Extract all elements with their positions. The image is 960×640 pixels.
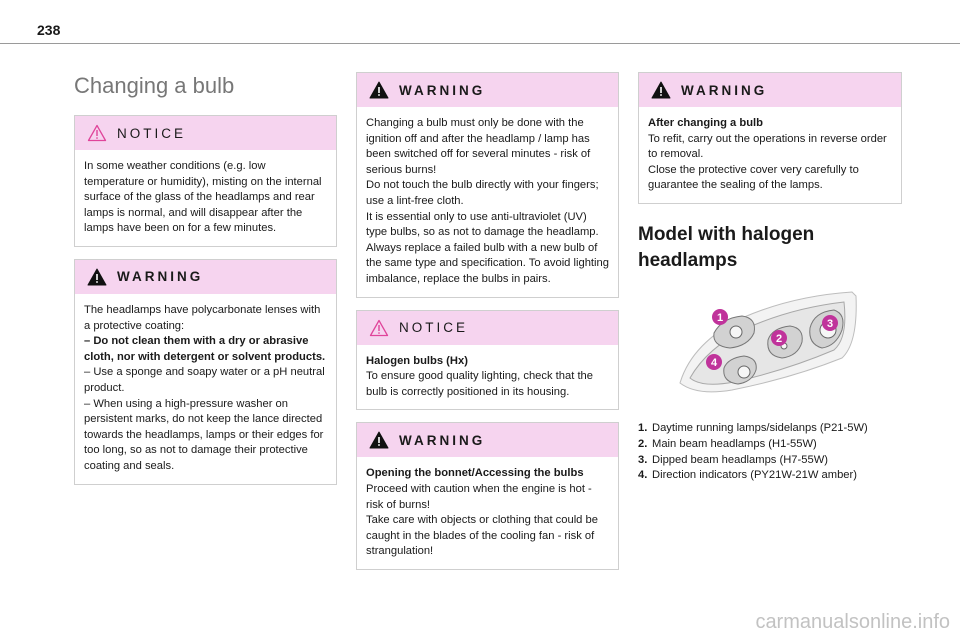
warning-heading: After changing a bulb — [648, 117, 763, 129]
notice-text: In some weather conditions (e.g. low tem… — [84, 160, 322, 235]
svg-text:3: 3 — [827, 318, 833, 330]
notice-icon — [87, 124, 107, 142]
bulb-list-item: 3.Dipped beam headlamps (H7-55W) — [638, 453, 828, 466]
page-number: 238 — [37, 22, 61, 38]
svg-text:4: 4 — [711, 357, 718, 369]
notice-box: NOTICE In some weather conditions (e.g. … — [74, 115, 337, 247]
bulb-list-item: 4.Direction indicators (PY21W-21W amber) — [638, 469, 857, 482]
section-title: Model with halogen headlamps — [638, 223, 815, 271]
warning-header: WARNING — [639, 73, 901, 107]
column-1: Changing a bulb NOTICE In some weather c… — [74, 72, 337, 497]
warning-paragraph: Do not touch the bulb directly with your… — [366, 179, 599, 207]
warning-heading: Opening the bonnet/Accessing the bulbs — [366, 467, 584, 480]
bulb-list-item: 1.Daytime running lamps/sidelanps (P21-5… — [638, 421, 868, 434]
warning-label: WARNING — [399, 432, 486, 448]
callout-2: 2 — [771, 329, 787, 346]
warning-paragraph: Always replace a failed bulb with a new … — [366, 241, 609, 285]
notice-header: NOTICE — [357, 310, 618, 345]
warning-paragraph: It is essential only to use anti-ultravi… — [366, 210, 599, 239]
warning-icon — [651, 81, 671, 99]
svg-text:1: 1 — [717, 312, 723, 324]
warning-paragraph: Close the protective cover very carefull… — [648, 163, 859, 192]
warning-paragraph: To refit, carry out the operations in re… — [648, 132, 887, 161]
warning-item-3: – When using a high-pressure washer on p… — [84, 397, 324, 472]
notice-header: NOTICE — [75, 116, 336, 150]
warning-label: WARNING — [117, 269, 204, 285]
warning-item-2: – Use a sponge and soapy water or a pH n… — [84, 366, 325, 394]
warning-header: WARNING — [357, 73, 618, 107]
callout-4: 4 — [706, 353, 722, 370]
warning-header: WARNING — [75, 259, 336, 294]
notice-heading: Halogen bulbs (Hx) — [366, 354, 468, 367]
warning-paragraph: Take care with objects or clothing that … — [366, 514, 598, 558]
svg-text:2: 2 — [776, 333, 782, 345]
warning-paragraph: Changing a bulb must only be done with t… — [366, 117, 591, 176]
bulb-list: 1.Daytime running lamps/sidelanps (P21-5… — [638, 421, 902, 484]
warning-label: WARNING — [681, 82, 768, 98]
watermark: carmanualsonline.info — [755, 611, 950, 633]
bulb-list-item: 2.Main beam headlamps (H1-55W) — [638, 437, 817, 450]
callout-1: 1 — [712, 308, 728, 325]
column-2: WARNING Changing a bulb must only be don… — [356, 72, 619, 582]
warning-icon — [369, 431, 389, 449]
warning-box: WARNING Opening the bonnet/Accessing the… — [356, 422, 619, 570]
notice-text: To ensure good quality lighting, check t… — [366, 370, 594, 398]
warning-box: WARNING Changing a bulb must only be don… — [356, 72, 619, 298]
notice-label: NOTICE — [399, 320, 469, 336]
headlamp-figure: 1 2 3 4 — [679, 291, 857, 393]
notice-icon — [369, 319, 389, 336]
warning-icon — [87, 268, 107, 286]
warning-item-1: – Do not clean them with a dry or abrasi… — [84, 335, 326, 363]
notice-box: NOTICE Halogen bulbs (Hx) To ensure good… — [356, 309, 619, 411]
page-title: Changing a bulb — [74, 73, 235, 98]
warning-box: WARNING The headlamps have polycarbonate… — [74, 258, 337, 485]
warning-icon — [369, 81, 389, 99]
top-divider — [0, 43, 960, 44]
warning-box: WARNING After changing a bulb To refit, … — [638, 72, 902, 204]
warning-paragraph: Proceed with caution when the engine is … — [366, 482, 592, 511]
callout-3: 3 — [822, 314, 838, 331]
warning-header: WARNING — [357, 423, 618, 458]
warning-label: WARNING — [399, 82, 486, 98]
column-3: WARNING After changing a bulb To refit, … — [638, 72, 902, 484]
warning-intro: The headlamps have polycarbonate lenses … — [84, 303, 321, 332]
notice-label: NOTICE — [117, 125, 187, 141]
